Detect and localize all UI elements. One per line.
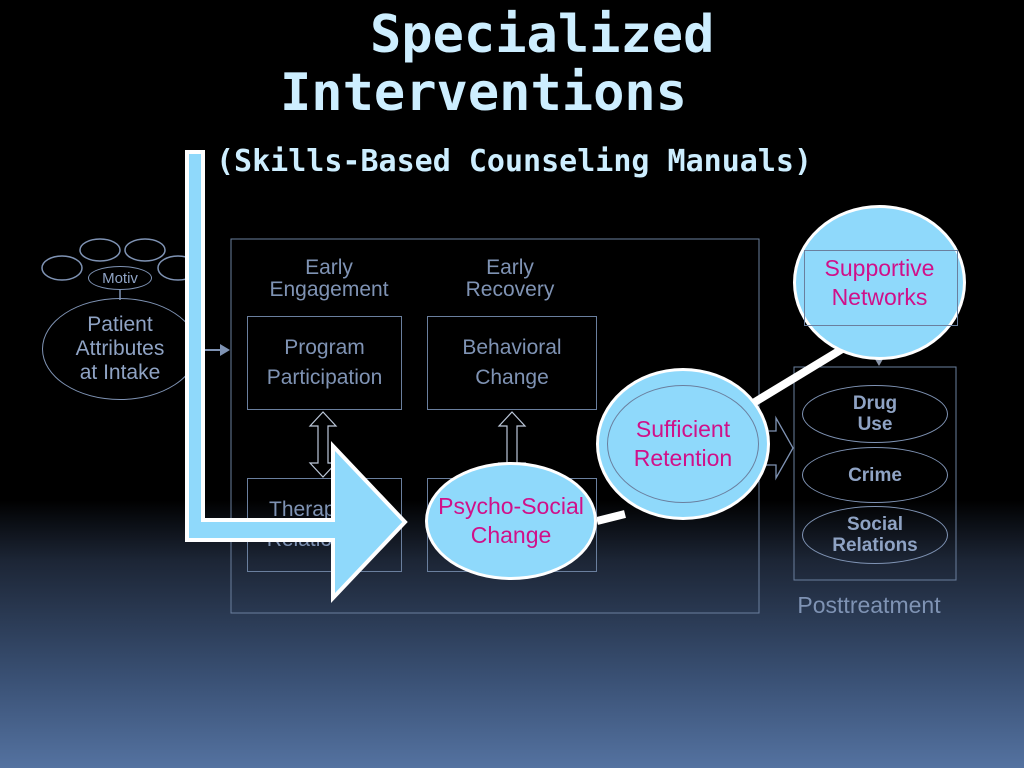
behavioral-change-label: Behavioral Change bbox=[462, 336, 562, 389]
behavioral-change-box: Behavioral Change bbox=[427, 316, 597, 410]
sufficient-retention-node: Sufficient Retention bbox=[596, 368, 770, 520]
psycho-social-change-node: Psycho-Social Change bbox=[425, 462, 597, 580]
outcome-drug-use-label: Drug Use bbox=[852, 393, 898, 435]
phase-early-engagement: Early Engagement bbox=[269, 256, 389, 301]
intervention-arrow-shape bbox=[185, 150, 408, 604]
connector-psycho-retention bbox=[596, 510, 626, 525]
sufficient-retention-label: Sufficient Retention bbox=[633, 416, 733, 471]
outcome-crime: Crime bbox=[802, 447, 948, 503]
title-line-2: Interventions bbox=[280, 63, 687, 123]
program-participation-box: Program Participation bbox=[247, 316, 402, 410]
intake-arrow-head bbox=[220, 344, 230, 356]
motiv-label: Motiv bbox=[102, 269, 138, 287]
patient-attributes-label: Patient Attributes at Intake bbox=[75, 313, 165, 384]
double-arrow-left bbox=[308, 411, 338, 478]
posttreatment-label: Posttreatment bbox=[797, 592, 941, 618]
motiv-ellipse bbox=[79, 238, 121, 262]
outcome-crime-label: Crime bbox=[848, 464, 902, 486]
subtitle: (Skills-Based Counseling Manuals) bbox=[216, 144, 813, 179]
outcomes-frame bbox=[793, 366, 957, 581]
title-line-1: Specialized bbox=[370, 5, 715, 65]
phase-early-recovery: Early Recovery bbox=[465, 256, 555, 301]
motiv-node: Motiv bbox=[88, 266, 152, 290]
outcome-social-relations: Social Relations bbox=[802, 506, 948, 564]
sufficient-retention-inner-ring bbox=[607, 385, 759, 503]
outcome-social-relations-label: Social Relations bbox=[832, 514, 918, 556]
supportive-networks-label: Supportive Networks bbox=[824, 254, 935, 310]
program-participation-label: Program Participation bbox=[266, 336, 383, 389]
motiv-ellipse bbox=[41, 255, 83, 281]
supportive-networks-node: Supportive Networks bbox=[793, 205, 966, 360]
psycho-social-change-label: Psycho-Social Change bbox=[438, 493, 584, 548]
outcome-drug-use: Drug Use bbox=[802, 385, 948, 443]
supportive-networks-inner-box bbox=[804, 250, 958, 326]
motiv-ellipse bbox=[124, 238, 166, 262]
